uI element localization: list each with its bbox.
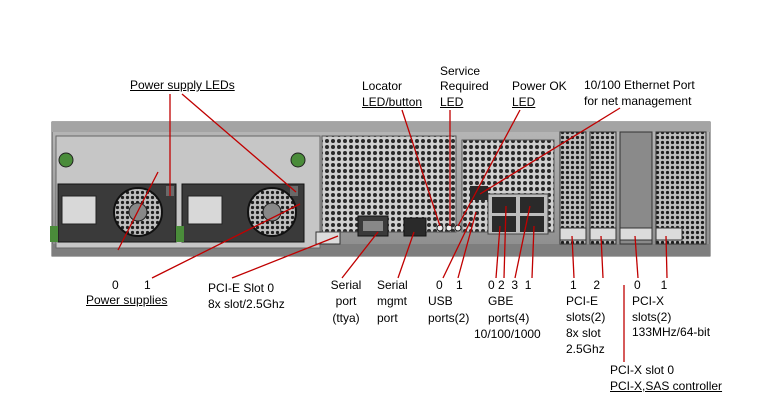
pcie-slot-numbers: 1 2 [570, 278, 601, 292]
pcie-slot0-label-1: PCI-E Slot 0 [208, 281, 275, 295]
power-ok-label-1: Power OK [512, 79, 567, 93]
gbe-port-numbers: 0 2 3 1 [488, 278, 532, 292]
power-supply-1 [181, 183, 305, 243]
service-label-1: Service [440, 64, 481, 78]
pcie-slot-1 [559, 131, 587, 245]
pcix-slot-1 [655, 131, 707, 245]
service-label-2: Required [440, 79, 489, 93]
pcie-slot-2 [589, 131, 617, 245]
pcix-label-2: slots(2) [632, 310, 672, 324]
serial-mgmt-label-1: Serial [377, 278, 408, 292]
locator-label-2: LED/button [362, 95, 423, 109]
power-supply-number-1: 1 [144, 278, 151, 292]
pcix-slot-numbers: 0 1 [634, 278, 668, 292]
serial-port-label-3: (ttya) [332, 311, 360, 325]
pcix-slot0-label-2: PCI-X,SAS controller [610, 379, 723, 393]
usb-port-numbers: 0 1 [436, 278, 463, 292]
ethernet-label-1: 10/100 Ethernet Port [584, 78, 695, 92]
pcix-label-1: PCI-X [632, 294, 665, 308]
serial-mgmt-label-2: mgmt [377, 294, 407, 308]
gbe-label-2: ports(4) [488, 311, 530, 325]
serial-port-label-1: Serial [330, 278, 362, 292]
serial-mgmt-port [403, 217, 427, 237]
gbe-label-3: 10/100/1000 [474, 327, 541, 341]
ethernet-label-2: for net management [584, 94, 692, 108]
locator-label-1: Locator [362, 79, 403, 93]
service-label-3: LED [440, 95, 464, 109]
serial-port-label-2: port [335, 294, 357, 308]
leader-lines [117, 93, 668, 362]
power-supply-leds-label: Power supply LEDs [130, 78, 235, 92]
power-supply-number-0: 0 [112, 278, 119, 292]
pcie-slot0-label-2: 8x slot/2.5Ghz [208, 297, 285, 311]
pcix-slot0-label-1: PCI-X slot 0 [610, 363, 675, 377]
center-vent [321, 135, 457, 233]
pcie-label-3: 8x slot [566, 326, 601, 340]
power-ok-label-2: LED [512, 95, 536, 109]
usb-label-1: USB [428, 294, 453, 308]
pcie-label-4: 2.5Ghz [566, 342, 605, 356]
gbe-label-1: GBE [488, 294, 514, 308]
pcie-label-1: PCI-E [566, 294, 599, 308]
pcix-label-3: 133MHz/64-bit [632, 325, 711, 339]
pcie-label-2: slots(2) [566, 310, 606, 324]
power-supplies-label: Power supplies [86, 293, 168, 307]
usb-label-2: ports(2) [428, 311, 470, 325]
power-supply-0 [57, 183, 177, 243]
serial-mgmt-label-3: port [377, 311, 398, 325]
pcix-slot-0 [619, 131, 653, 245]
